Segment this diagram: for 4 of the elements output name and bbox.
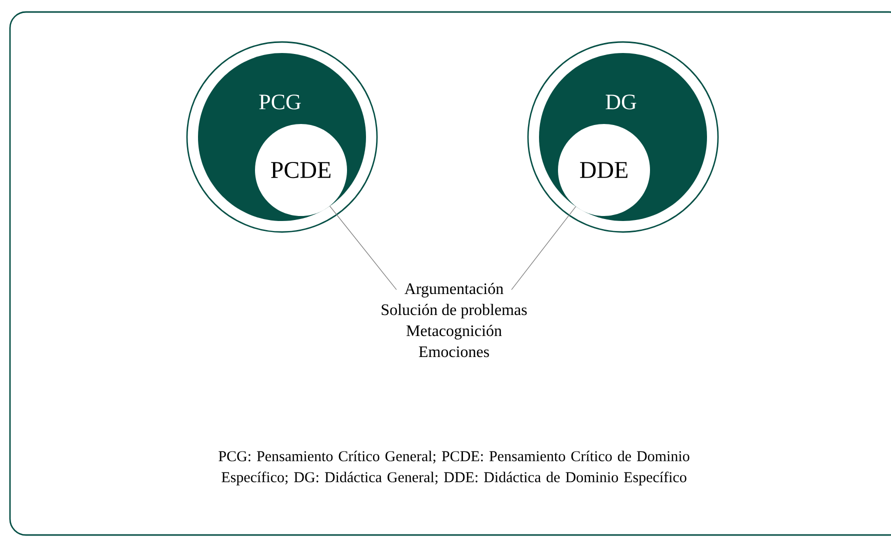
leader-line: [511, 206, 576, 290]
leader-line: [329, 206, 397, 290]
caption: PCG: Pensamiento Crítico General; PCDE: Pensamiento Crítico de Dominio Específico; DG: Didáctica General; DDE: Didáctica de Dominio Específico: [218, 450, 690, 486]
list-text: Argumentación Solución de problemas Metacognición Emociones: [382, 282, 527, 358]
